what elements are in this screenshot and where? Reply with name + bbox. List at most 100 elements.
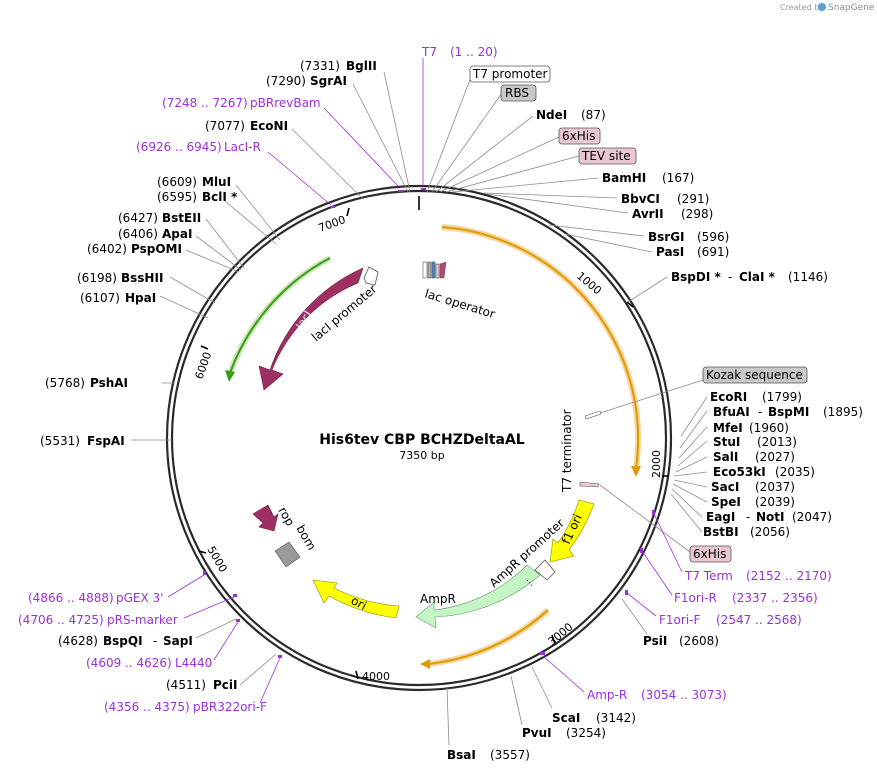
label-amp-r[interactable]: Amp-R	[587, 688, 627, 702]
label-pgex3[interactable]: pGEX 3'	[116, 591, 163, 605]
label-pshai[interactable]: PshAI	[90, 376, 128, 390]
orf-arc-left	[225, 255, 332, 382]
label-hpai[interactable]: HpaI	[125, 291, 156, 305]
label-apai[interactable]: ApaI	[162, 227, 192, 241]
bom-feature: bom	[274, 523, 319, 568]
label-psii-pos: (2608)	[679, 634, 719, 648]
label-bspdi[interactable]: BspDI *	[671, 270, 721, 284]
label-eagi-sep: -	[746, 510, 750, 524]
label-eco53ki-pos: (2035)	[775, 465, 815, 479]
label-bsteii-pos: (6427)	[118, 211, 158, 225]
label-t7-promoter[interactable]: T7 promoter	[472, 67, 548, 81]
label-bsai[interactable]: BsaI	[447, 748, 476, 762]
label-pcii[interactable]: PciI	[213, 678, 238, 692]
label-f1ori-r[interactable]: F1ori-R	[674, 591, 717, 605]
label-eagi[interactable]: EagI	[706, 510, 735, 524]
tick-4000: 4000	[362, 670, 390, 683]
label-bbvci[interactable]: BbvCI	[621, 192, 660, 206]
label-pspomi-pos: (6402)	[87, 242, 127, 256]
label-clai[interactable]: ClaI *	[739, 270, 776, 284]
label-pasi-pos: (691)	[697, 245, 729, 259]
label-6xhis-top[interactable]: 6xHis	[562, 129, 595, 143]
laci-feature: lacI	[258, 267, 364, 391]
label-noti[interactable]: NotI	[756, 510, 785, 524]
label-econi[interactable]: EcoNI	[250, 119, 288, 133]
label-spei[interactable]: SpeI	[711, 495, 741, 509]
label-l4440[interactable]: L4440	[175, 656, 212, 670]
rop-label: rop	[275, 505, 297, 529]
label-t7-term-range: (2152 .. 2170)	[746, 569, 832, 583]
label-6xhis-bottom[interactable]: 6xHis	[693, 547, 726, 561]
label-sgrai[interactable]: SgrAI	[310, 74, 347, 88]
label-pbr322ori-range: (4356 .. 4375)	[104, 700, 190, 714]
label-bamhi-pos: (167)	[662, 171, 694, 185]
ori-label: ori	[349, 593, 369, 613]
label-pasi[interactable]: PasI	[656, 245, 684, 259]
credit-brand: SnapGene	[828, 3, 875, 13]
label-bstbi[interactable]: BstBI	[703, 525, 739, 539]
label-pgex3-range: (4866 .. 4888)	[28, 591, 114, 605]
label-bspqi[interactable]: BspQI	[103, 634, 143, 648]
plasmid-name: His6tev CBP BCHZDeltaAL	[319, 432, 525, 448]
label-bsrgi-pos: (596)	[697, 230, 729, 244]
primer-marks	[203, 188, 655, 658]
label-sapi[interactable]: SapI	[163, 634, 193, 648]
label-bsshii[interactable]: BssHII	[121, 271, 163, 285]
label-apai-pos: (6406)	[118, 227, 158, 241]
label-t7-term[interactable]: T7 Term	[684, 569, 733, 583]
label-psii[interactable]: PsiI	[643, 634, 667, 648]
label-stui-pos: (2013)	[757, 435, 797, 449]
label-mlui-pos: (6609)	[157, 175, 197, 189]
label-sali-pos: (2027)	[755, 450, 795, 464]
label-pvui[interactable]: PvuI	[522, 726, 552, 740]
label-bfuai[interactable]: BfuAI	[713, 405, 750, 419]
snapgene-logo-icon	[818, 3, 826, 11]
label-bamhi[interactable]: BamHI	[602, 171, 646, 185]
ori-feature: ori	[312, 579, 400, 619]
label-t7[interactable]: T7	[421, 45, 437, 59]
label-pbr322ori[interactable]: pBR322ori-F	[193, 700, 267, 714]
label-sali[interactable]: SalI	[713, 450, 738, 464]
label-laci-r-range: (6926 .. 6945)	[136, 140, 222, 154]
label-bsteii[interactable]: BstEII	[162, 211, 201, 225]
ampr-label: AmpR	[420, 592, 456, 606]
label-fspai[interactable]: FspAI	[87, 434, 125, 448]
label-saci[interactable]: SacI	[711, 480, 739, 494]
label-stui[interactable]: StuI	[713, 435, 740, 449]
label-bbvci-pos: (291)	[677, 192, 709, 206]
label-bcli[interactable]: BclI *	[202, 190, 238, 204]
label-kozak[interactable]: Kozak sequence	[706, 368, 803, 382]
label-scai[interactable]: ScaI	[552, 711, 580, 725]
t7-terminator-label: T7 terminator	[560, 409, 574, 493]
label-pspomi[interactable]: PspOMI	[131, 242, 182, 256]
label-laci-r[interactable]: LacI-R	[224, 140, 261, 154]
label-sgrai-pos: (7290)	[266, 74, 306, 88]
bom-label: bom	[293, 523, 318, 553]
label-ecori[interactable]: EcoRI	[710, 390, 747, 404]
label-bspdi-pos: (1146)	[788, 270, 828, 284]
label-prs-marker[interactable]: pRS-marker	[107, 613, 178, 627]
sixhis-bottom-box	[689, 545, 732, 563]
label-eco53ki[interactable]: Eco53kI	[713, 465, 766, 479]
label-bspmi[interactable]: BspMI	[768, 405, 809, 419]
label-pbrrevbam[interactable]: pBRrevBam	[250, 96, 321, 110]
label-f1ori-f-range: (2547 .. 2568)	[716, 613, 802, 627]
ampr-feature: AmpR	[415, 564, 541, 629]
label-mlui[interactable]: MluI	[202, 175, 231, 189]
label-rbs[interactable]: RBS	[505, 86, 529, 100]
label-bsrgi[interactable]: BsrGI	[648, 230, 685, 244]
label-avrii[interactable]: AvrII	[632, 207, 664, 221]
label-ndei[interactable]: NdeI	[536, 108, 567, 122]
label-tev-site[interactable]: TEV site	[581, 149, 631, 163]
label-bcli-pos: (6595)	[157, 190, 197, 204]
label-ndei-pos: (87)	[581, 108, 606, 122]
label-pvui-pos: (3254)	[566, 726, 606, 740]
label-mfei[interactable]: MfeI	[713, 421, 743, 435]
label-scai-pos: (3142)	[596, 711, 636, 725]
label-f1ori-f[interactable]: F1ori-F	[659, 613, 700, 627]
label-bsshii-pos: (6198)	[77, 271, 117, 285]
label-bfuai-sep: -	[758, 405, 762, 419]
label-bglii[interactable]: BglII	[346, 59, 377, 73]
label-bglii-pos: (7331)	[300, 59, 340, 73]
